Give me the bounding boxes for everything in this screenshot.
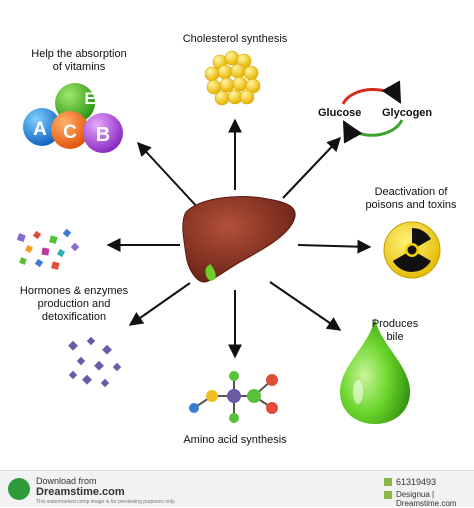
label-glucose: Glucose [318,107,362,119]
label-hormones: Hormones & enzymes production and detoxi… [10,285,138,324]
footer-note: This watermarked comp image is for previ… [36,499,176,505]
arrow-to-deactivation [297,239,372,254]
dreamstime-logo-icon [8,478,30,500]
vitamin-letter-e: E [84,89,95,108]
arrows [106,118,372,359]
vitamin-letter-c: C [63,122,77,143]
cholesterol-fat-icon [204,50,261,106]
vitamin-spheres-icon: E A C B [23,83,123,153]
enzyme-cubes-icon [16,228,80,270]
label-deactivation-line2: poisons and toxins [365,199,457,211]
label-cholesterol: Cholesterol synthesis [182,33,288,45]
glucose-glycogen-cycle-icon [341,80,404,144]
arrow-to-glucose-glycogen [282,136,341,199]
vitamin-letter-a: A [33,119,47,140]
label-vitamins-line1: Help the absorption [31,48,127,60]
label-glycogen: Glycogen [382,107,433,119]
label-hormones-line1: Hormones & enzymes [19,285,129,297]
arrow-to-hormones-particles [128,282,191,326]
label-bile-line2: bile [386,331,404,343]
footer-credit: Designua | Dreamstime.com [396,490,457,508]
vitamin-letter-b: B [96,124,110,146]
label-bile-line1: Produces [371,318,419,330]
liver-icon [182,196,296,283]
footer-bar: Download from Dreamstime.com This waterm… [0,470,474,508]
arrow-to-bile [269,281,342,331]
label-vitamins-line2: of vitamins [52,61,106,73]
label-hormones-line2: production and [37,298,111,310]
label-bile: Produces bile [360,318,430,344]
detox-particles-icon [68,336,122,388]
footer-id: 61319493 [396,477,437,487]
radiation-hazard-icon [383,221,441,279]
label-deactivation-line1: Deactivation of [374,186,448,198]
footer-download-from: Download from [36,476,97,486]
label-hormones-line3: detoxification [41,311,107,323]
label-deactivation: Deactivation of poisons and toxins [352,186,470,212]
arrow-to-vitamins [137,141,201,211]
credit-icon [384,491,392,499]
amino-acid-molecule-icon [189,371,278,423]
label-vitamins: Help the absorption of vitamins [20,48,138,74]
footer-site: Dreamstime.com [36,486,125,498]
bile-drop-icon [340,318,410,424]
label-amino: Amino acid synthesis [183,434,287,446]
id-icon [384,478,392,486]
